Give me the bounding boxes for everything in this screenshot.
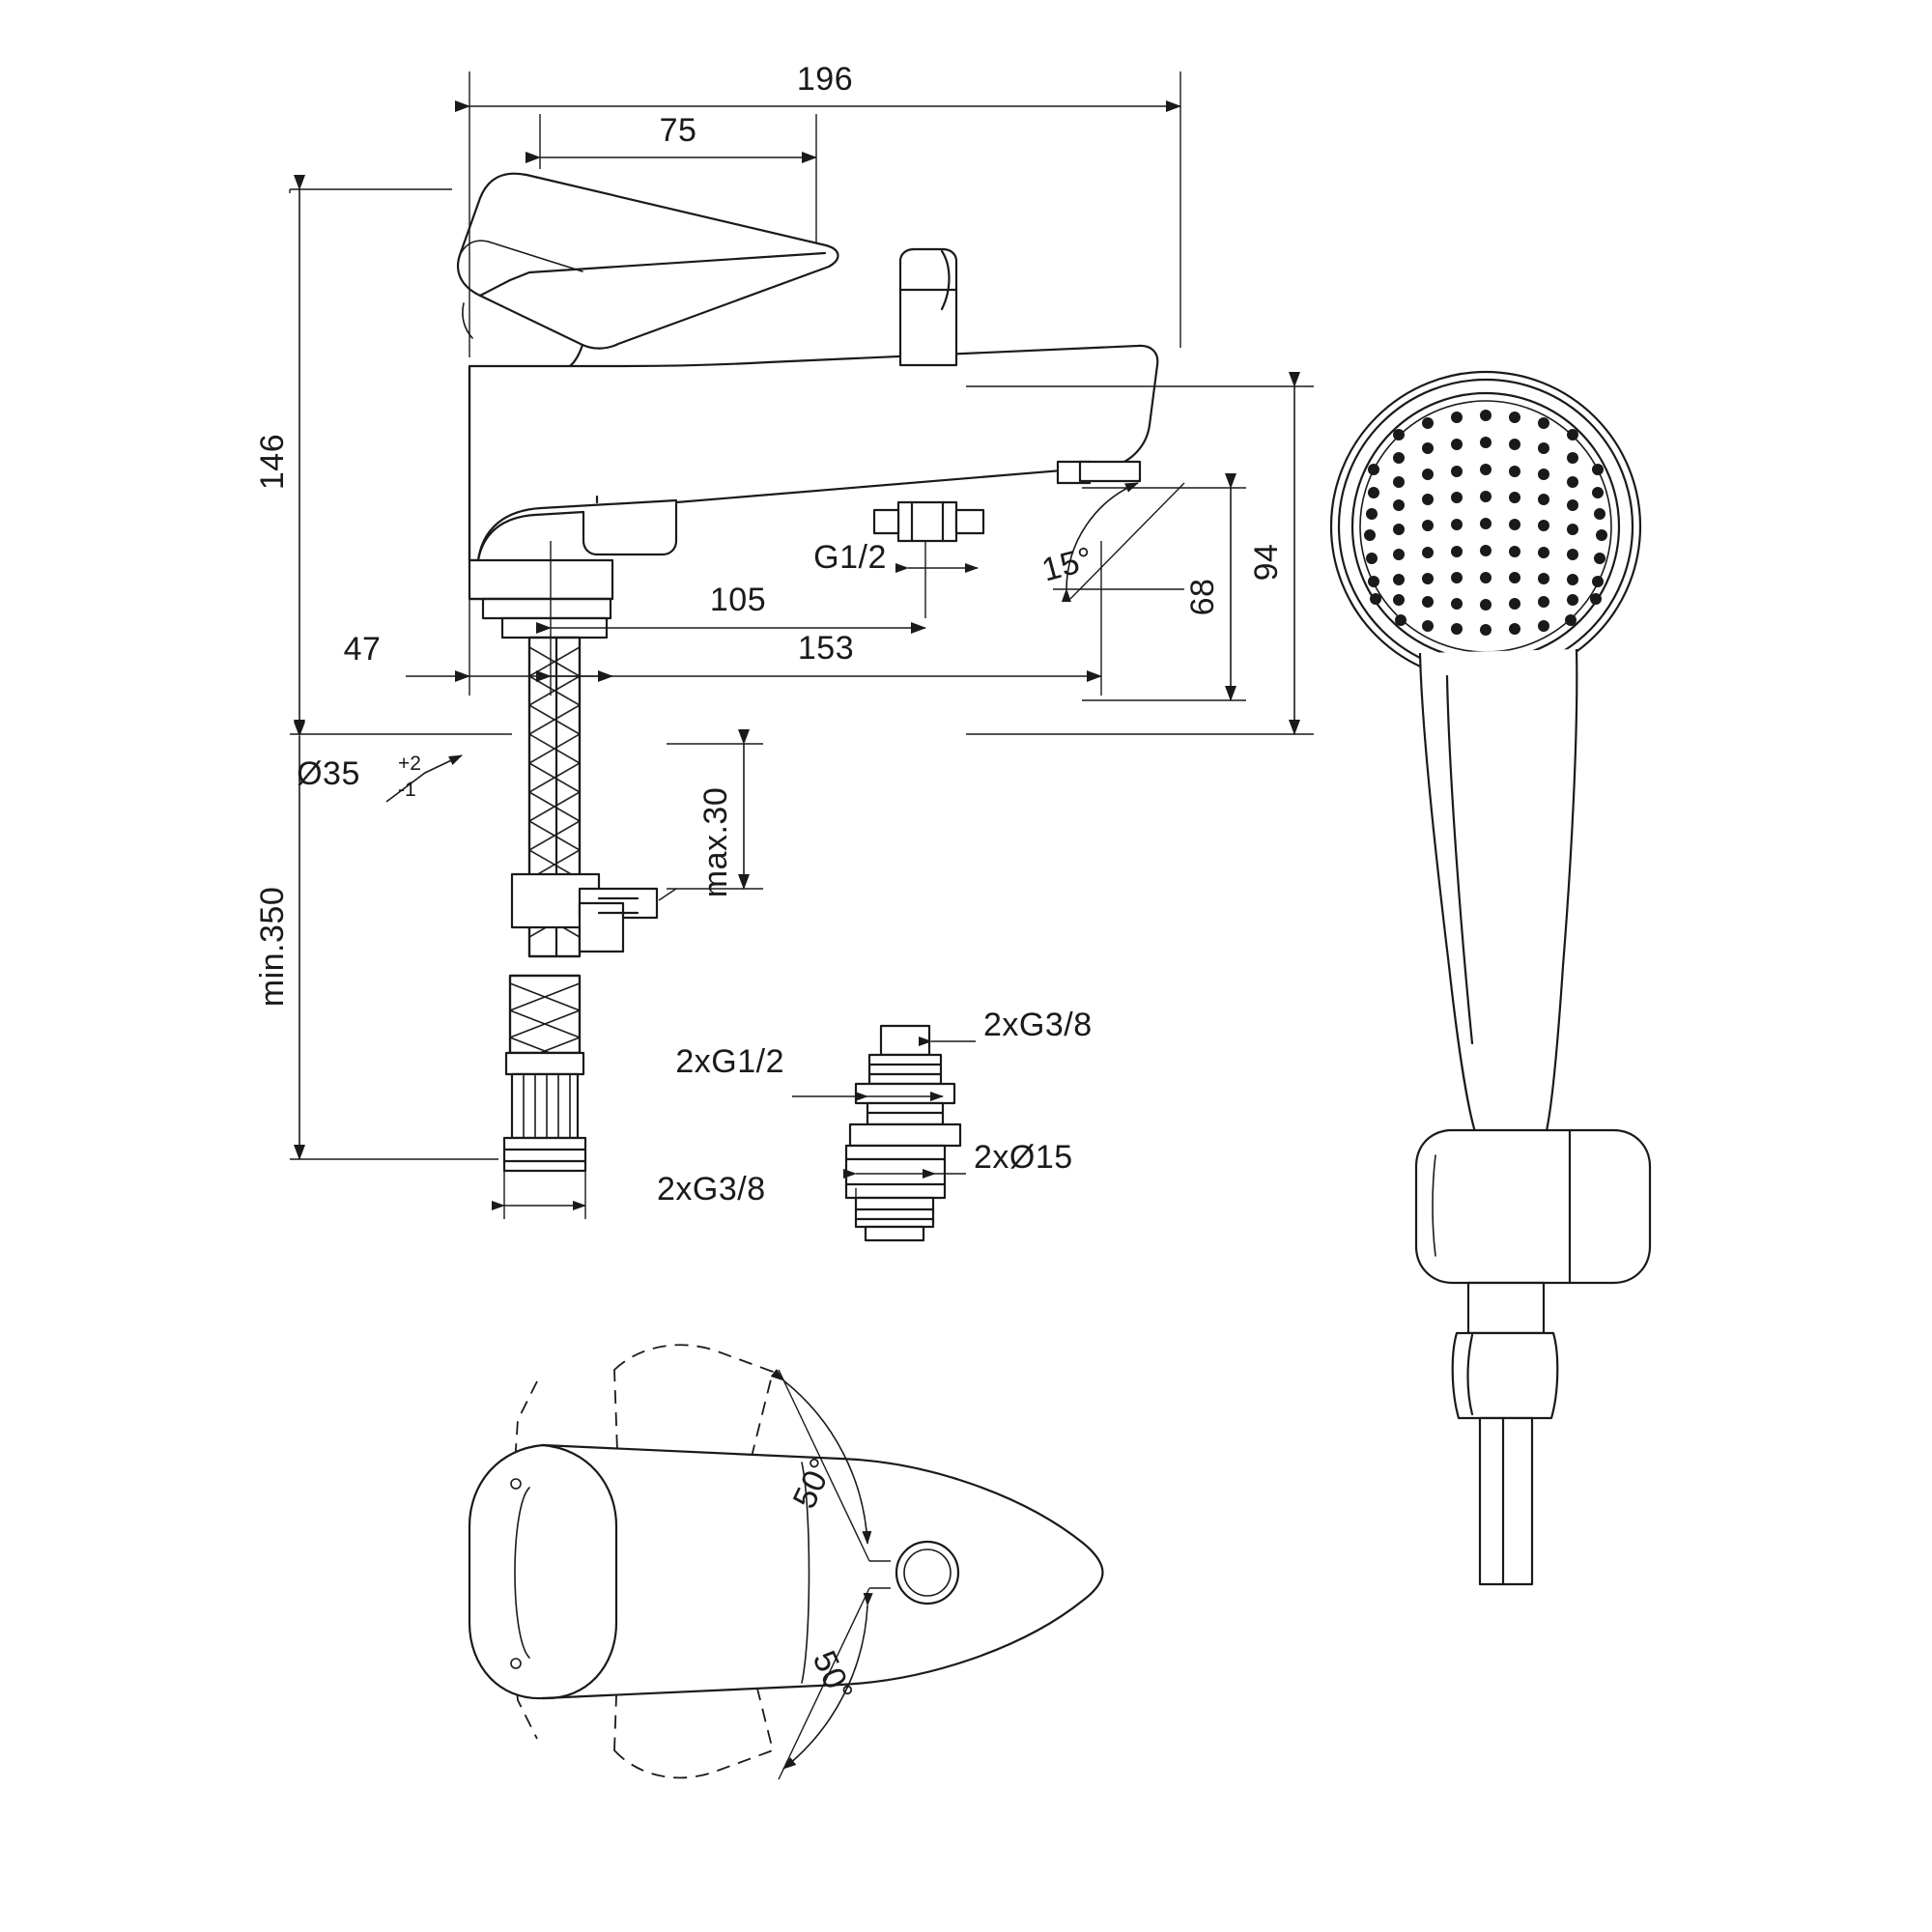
dim-68: 68 <box>1184 473 1236 701</box>
dim-94-label: 94 <box>1248 544 1285 582</box>
dim-d35-sup: +2 <box>398 753 421 775</box>
dim-d35-sub: -1 <box>398 779 416 801</box>
dim-153-label: 153 <box>798 630 854 667</box>
dim-g12: G1/2 <box>813 539 979 576</box>
dim-d35-label: Ø35 <box>297 755 360 792</box>
dim-2xd15: 2xØ15 <box>843 1139 1073 1179</box>
hand-shower-geometry <box>1329 370 1652 1586</box>
dim-2xg38-top-label: 2xG3/8 <box>983 1007 1093 1043</box>
dim-min350: min.350 <box>254 722 305 1160</box>
dim-2xg12-label: 2xG1/2 <box>675 1043 784 1080</box>
dim-146-label: 146 <box>254 434 291 490</box>
dim-196: 196 <box>455 61 1181 112</box>
dim-max30: max.30 <box>658 729 750 901</box>
top-plan-geometry <box>468 1344 1104 1779</box>
dim-75: 75 <box>526 112 817 163</box>
connector-detail-dimensions: 2xG3/8 2xG1/2 2xØ15 <box>675 1007 1092 1198</box>
dim-153: 153 <box>536 630 1102 682</box>
dim-2xg38-hose: 2xG3/8 <box>492 1171 766 1210</box>
dim-146: 146 <box>254 175 305 735</box>
dim-196-label: 196 <box>797 61 853 98</box>
dim-2xg38-top: 2xG3/8 <box>919 1007 1093 1046</box>
dim-2xg12: 2xG1/2 <box>675 1043 944 1101</box>
connector-detail-geometry <box>844 1024 962 1242</box>
dim-2xd15-label: 2xØ15 <box>974 1139 1073 1176</box>
dim-max30-label: max.30 <box>697 787 734 898</box>
dim-d35: Ø35 +2 -1 <box>297 753 463 803</box>
dim-75-label: 75 <box>660 112 697 149</box>
dim-105-label: 105 <box>710 582 766 618</box>
dim-94: 94 <box>1248 372 1300 735</box>
dim-105: 105 <box>536 582 926 634</box>
dim-min350-label: min.350 <box>254 887 291 1007</box>
front-elevation-tap-geometry <box>456 172 1159 1173</box>
spray-hole-pattern <box>1364 410 1607 636</box>
dim-g12-label: G1/2 <box>813 539 887 576</box>
dim-15deg: 15° <box>1038 482 1185 603</box>
dim-68-label: 68 <box>1184 579 1221 616</box>
dim-2xg38-hose-label: 2xG3/8 <box>657 1171 766 1208</box>
front-elevation-dimensions: 196 75 146 min.350 94 68 <box>254 61 1314 1219</box>
dim-47-label: 47 <box>344 631 382 668</box>
